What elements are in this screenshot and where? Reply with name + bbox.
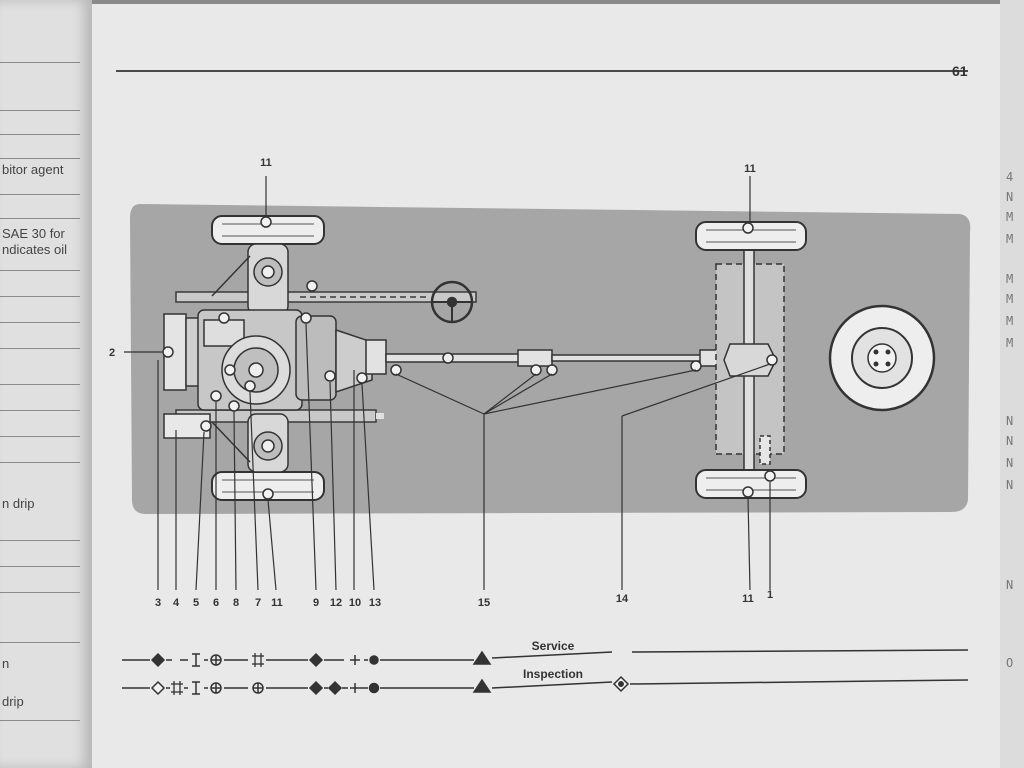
right-page-edge: 4 N M M M M M M N N N N N O [1000, 0, 1024, 768]
rule-line [0, 270, 80, 271]
left-page-text: drip [2, 694, 24, 709]
open-diamond-icon [150, 680, 166, 696]
inspection-legend-row [122, 679, 969, 689]
steering-wheel [430, 280, 474, 324]
rear-axle [715, 247, 785, 475]
edge-text: M [1006, 232, 1014, 246]
filled-dot-icon [368, 682, 380, 694]
callout-10: 10 [349, 597, 361, 609]
propeller-shaft [385, 349, 725, 367]
filled-dot-icon [369, 655, 379, 665]
rule-line [0, 410, 80, 411]
rule-line [0, 158, 80, 159]
edge-text: M [1006, 272, 1014, 286]
callout-8: 8 [233, 597, 239, 609]
page-number: 61 [952, 63, 968, 79]
filled-diamond-icon [150, 652, 166, 668]
left-page: bitor agent SAE 30 for ndicates oil n dr… [0, 0, 92, 768]
edge-text: M [1006, 336, 1014, 350]
plus-icon [350, 683, 360, 693]
callout-1: 1 [767, 589, 773, 601]
edge-text: N [1006, 434, 1014, 448]
inspection-symbols [150, 675, 630, 696]
callout-12: 12 [330, 597, 342, 609]
service-label: Service [532, 639, 575, 653]
left-page-text: bitor agent [2, 162, 64, 177]
header-rule [116, 70, 968, 72]
diamond-dot-icon [612, 675, 630, 693]
filled-diamond-icon [327, 680, 343, 696]
callout-11-bottom-front: 11 [271, 597, 283, 609]
rule-line [0, 62, 80, 63]
hash-icon [171, 681, 183, 695]
edge-text: 4 [1006, 170, 1014, 184]
callout-2: 2 [109, 347, 115, 359]
rule-line [0, 436, 80, 437]
edge-text: N [1006, 578, 1014, 592]
callout-4: 4 [173, 597, 180, 609]
i-beam-icon [192, 681, 200, 695]
left-page-text: n drip [2, 496, 35, 511]
rule-line [0, 322, 80, 323]
filled-diamond-icon [308, 652, 324, 668]
rule-line [0, 592, 80, 593]
callout-9: 9 [313, 597, 319, 609]
callout-11-top-front: 11 [260, 157, 272, 169]
i-beam-icon [192, 653, 200, 667]
callout-labels: 11 11 2 3 4 5 6 8 7 11 9 12 10 13 15 14 … [109, 157, 773, 609]
edge-text: M [1006, 314, 1014, 328]
spare-wheel [828, 304, 936, 412]
left-page-text: ndicates oil [2, 242, 68, 257]
rule-line [0, 296, 80, 297]
callout-15: 15 [478, 597, 490, 609]
rule-line [0, 642, 80, 643]
hash-icon [252, 653, 264, 667]
service-legend-row [122, 649, 969, 661]
rule-line [0, 462, 80, 463]
filled-diamond-icon [308, 680, 324, 696]
leader-lines [124, 176, 771, 591]
callout-13: 13 [369, 597, 381, 609]
callout-7: 7 [255, 597, 261, 609]
callout-5: 5 [193, 597, 199, 609]
rule-line [0, 194, 80, 195]
lubrication-points [162, 216, 778, 500]
rule-line [0, 110, 80, 111]
rule-line [0, 566, 80, 567]
edge-text: N [1006, 190, 1014, 204]
rule-line [0, 384, 80, 385]
edge-text: N [1006, 456, 1014, 470]
rear-left-wheel [695, 221, 807, 251]
edge-text: O [1006, 656, 1014, 670]
edge-text: M [1006, 210, 1014, 224]
service-symbols [150, 650, 492, 668]
crossed-circle-icon [252, 682, 264, 694]
callout-11-top-rear: 11 [744, 163, 756, 175]
rule-line [0, 348, 80, 349]
front-suspension [211, 243, 289, 473]
rule-line [0, 720, 80, 721]
crossed-circle-icon [210, 654, 222, 666]
rule-line [0, 540, 80, 541]
filled-triangle-icon [472, 678, 492, 693]
callout-3: 3 [155, 597, 161, 609]
plus-icon [350, 655, 360, 665]
filled-triangle-icon [472, 650, 492, 665]
callout-14: 14 [616, 593, 629, 605]
rule-line [0, 134, 80, 135]
crossed-circle-icon [210, 682, 222, 694]
left-page-text: n [2, 656, 10, 671]
callout-11-bottom-rear: 11 [742, 593, 754, 605]
rule-line [0, 218, 80, 219]
left-page-text: SAE 30 for [2, 226, 65, 241]
edge-text: N [1006, 414, 1014, 428]
edge-text: N [1006, 478, 1014, 492]
callout-6: 6 [213, 597, 219, 609]
inspection-label: Inspection [523, 667, 583, 681]
rear-right-wheel [695, 469, 807, 499]
edge-text: M [1006, 292, 1014, 306]
